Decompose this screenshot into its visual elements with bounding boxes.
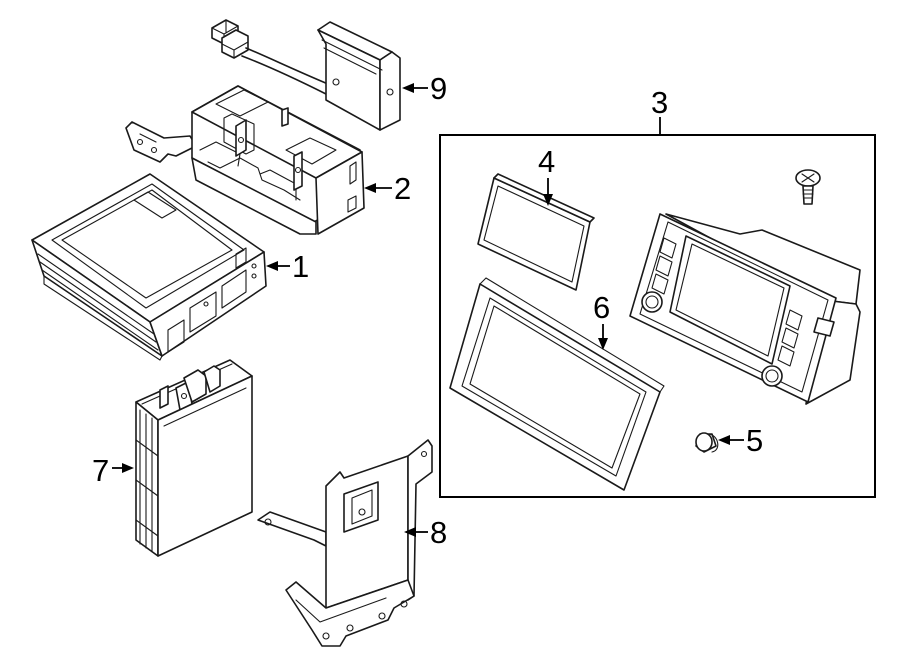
- leader-1: [266, 261, 290, 271]
- part-9-antenna-module: [211, 19, 401, 131]
- callout-3: 3: [651, 85, 668, 120]
- callout-1: 1: [292, 249, 309, 284]
- callout-5: 5: [746, 423, 763, 458]
- callout-8: 8: [430, 515, 447, 550]
- callout-4: 4: [538, 144, 555, 179]
- callout-9: 9: [430, 71, 447, 106]
- leader-4: [543, 178, 553, 206]
- callout-7: 7: [92, 453, 109, 488]
- leader-8: [404, 527, 428, 537]
- part-2-mounting-bracket: [125, 85, 365, 235]
- assembly-3-box: [439, 117, 876, 498]
- leader-6: [598, 324, 608, 350]
- part-5-knob-cap: [695, 432, 719, 453]
- leader-2: [364, 183, 392, 193]
- part-4-display-panel: [477, 173, 595, 291]
- part-1-radio-unit: [31, 173, 267, 361]
- screw: [795, 169, 821, 205]
- part-6-trim-bezel: [449, 277, 665, 491]
- leader-9: [402, 83, 428, 93]
- callout-2: 2: [394, 171, 411, 206]
- leader-7: [112, 463, 134, 473]
- head-unit: [629, 213, 861, 405]
- leader-5: [718, 435, 744, 445]
- callout-6: 6: [593, 290, 610, 325]
- part-8-bracket: [257, 439, 433, 647]
- part-7-control-module: [135, 359, 253, 557]
